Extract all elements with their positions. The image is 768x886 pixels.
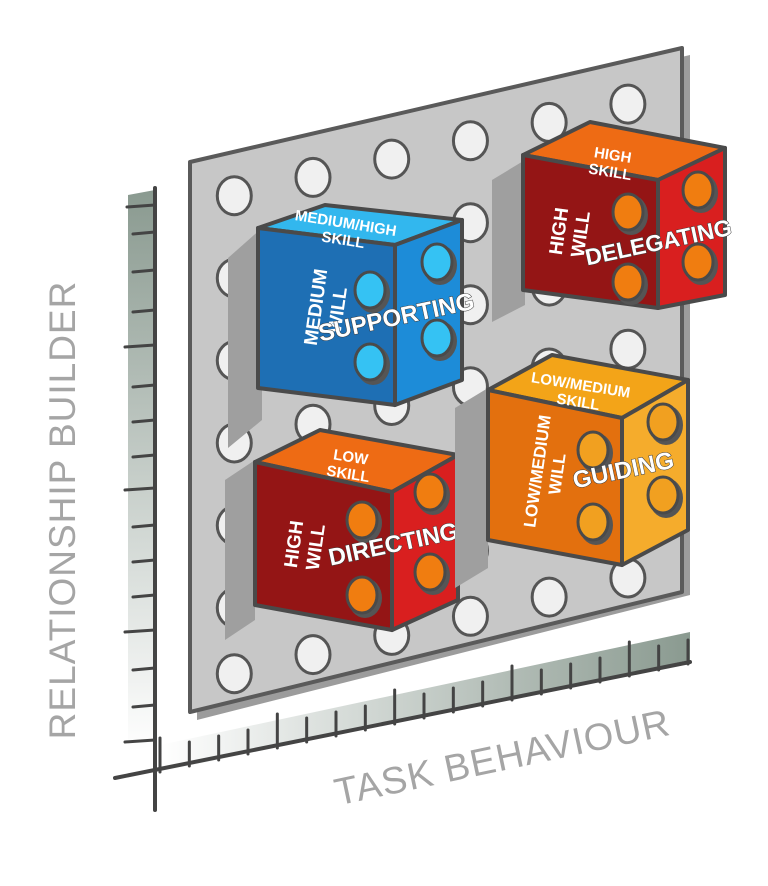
y-tick xyxy=(131,453,157,459)
board-hole xyxy=(451,595,489,637)
y-tick xyxy=(123,628,157,634)
block-shadow xyxy=(455,388,488,588)
x-axis-ticks xyxy=(158,638,690,774)
board-hole xyxy=(215,653,253,695)
stud xyxy=(646,475,680,515)
board-hole xyxy=(451,120,489,162)
stud xyxy=(345,575,379,615)
skill-line: HIGH xyxy=(593,144,633,167)
stud xyxy=(413,472,447,512)
stud xyxy=(420,318,454,358)
block-will-label: HIGHWILL xyxy=(546,206,595,259)
stud xyxy=(576,502,610,542)
board-hole xyxy=(530,576,568,618)
y-tick xyxy=(123,343,157,349)
stud xyxy=(420,242,454,282)
skill-line: SKILL xyxy=(555,391,600,415)
skill-line: SKILL xyxy=(325,463,370,487)
skill-line: SKILL xyxy=(320,229,365,253)
block-skill-label: HIGHSKILL xyxy=(587,144,635,184)
stud xyxy=(611,192,645,232)
y-tick xyxy=(131,703,157,709)
board-hole xyxy=(215,175,253,217)
stud xyxy=(353,342,387,382)
stud xyxy=(646,402,680,442)
board-hole xyxy=(294,634,332,676)
block-shadow xyxy=(492,160,525,322)
y-tick xyxy=(131,558,157,564)
stud xyxy=(413,552,447,592)
stud xyxy=(611,262,645,302)
block-shadow xyxy=(225,460,255,640)
stud xyxy=(353,270,387,310)
y-tick xyxy=(123,486,157,492)
y-tick xyxy=(131,230,157,236)
skill-line: LOW xyxy=(332,446,370,468)
block-will-label: HIGHWILL xyxy=(281,519,330,572)
y-tick xyxy=(131,593,157,599)
skill-line: SKILL xyxy=(587,161,632,185)
y-tick xyxy=(123,738,157,744)
y-tick xyxy=(131,268,157,274)
y-tick xyxy=(131,666,157,672)
y-tick xyxy=(131,523,157,529)
y-axis-label: RELATIONSHIP BUILDER xyxy=(42,281,83,740)
board-hole xyxy=(373,138,411,180)
x-axis xyxy=(113,660,692,780)
y-tick xyxy=(131,383,157,389)
block-shadow xyxy=(228,228,262,448)
stud xyxy=(681,170,715,210)
stud xyxy=(576,430,610,470)
stud xyxy=(681,242,715,282)
y-axis-gradient-band xyxy=(128,190,155,752)
y-tick xyxy=(131,418,157,424)
stud xyxy=(345,500,379,540)
y-axis-ticks xyxy=(123,203,157,744)
block-skill-label: LOWSKILL xyxy=(325,446,373,486)
board-hole xyxy=(609,83,647,125)
y-tick xyxy=(125,203,157,209)
y-tick xyxy=(131,308,157,314)
board-hole xyxy=(294,156,332,198)
board-hole xyxy=(609,328,647,370)
